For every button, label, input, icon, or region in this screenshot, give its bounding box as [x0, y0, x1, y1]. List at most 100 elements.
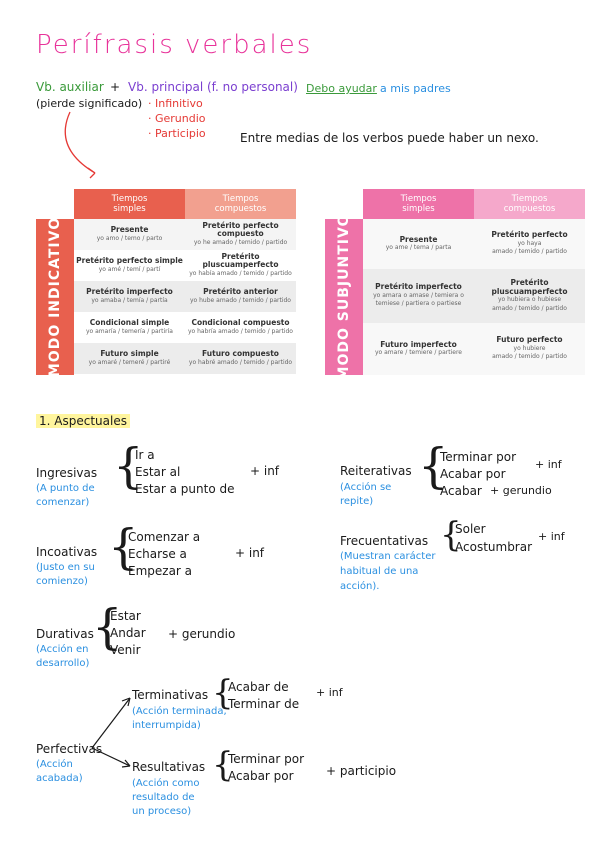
incoativas-name: Incoativas	[36, 545, 98, 559]
terminativas-suffix: + inf	[316, 686, 343, 699]
durativas-verb: Estar	[110, 609, 141, 623]
tense-example: yo hube amado / temido / partido	[190, 296, 291, 304]
brace-icon: {	[212, 745, 234, 785]
tense-name: Futuro simple	[100, 349, 159, 358]
subjuntivo-header-simple: Tiempos simples	[363, 189, 474, 219]
resultativas-suffix: + participio	[326, 764, 397, 778]
ingresivas-suffix: + inf	[250, 464, 280, 478]
tense-example: yo amare / temiere / partiere	[375, 349, 462, 356]
resultativas-name: Resultativas	[132, 760, 206, 774]
terminativas-verb: Acabar de	[228, 680, 289, 694]
subjuntivo-side-label: MODO SUBJUNTIVO	[325, 214, 363, 380]
incoativas-verb: Echarse a	[128, 547, 187, 561]
branch-arrows-icon	[91, 697, 131, 768]
tense-name: Presente	[399, 234, 438, 244]
form-gerundio: · Gerundio	[148, 112, 206, 125]
tense-example: yo ame / tema / parta	[385, 244, 452, 251]
resultativas-desc-2: resultado de	[132, 792, 195, 803]
arrow-icon	[64, 111, 96, 179]
resultativas-desc-1: (Acción como	[132, 778, 200, 789]
tense-name: Pretérito perfecto compuesto	[202, 220, 279, 239]
subjuntivo-header-compuesto: Tiempos compuestos	[474, 189, 585, 219]
ingresivas-verb: Estar a punto de	[135, 482, 235, 496]
nexo-note: Entre medias de los verbos puede haber u…	[240, 131, 539, 145]
brace-icon: {	[418, 438, 449, 494]
indicativo-table: MODO INDICATIVO Tiempos simples Tiempos …	[36, 189, 296, 377]
frecuentativas-desc-1: (Muestran carácter	[340, 551, 436, 562]
resultativas-verb: Terminar por	[228, 752, 305, 766]
tense-example: yo he amado / temido / partido	[193, 238, 288, 246]
indicativo-header-compuesto: Tiempos compuestos	[185, 189, 296, 219]
resultativas-verb: Acabar por	[228, 769, 294, 783]
terminativas-verb: Terminar de	[228, 697, 300, 711]
tense-example: yo amaba / temía / partía	[91, 296, 168, 304]
durativas-desc-1: (Acción en	[36, 644, 89, 655]
reiterativas-verb: Acabar	[440, 484, 482, 498]
form-participio: · Participio	[148, 127, 206, 140]
page-title: Perífrasis verbales	[36, 30, 313, 60]
reiterativas-verb: Acabar por	[440, 467, 506, 481]
ingresivas-name: Ingresivas	[36, 466, 98, 480]
terminativas-name: Terminativas	[132, 688, 209, 702]
tense-name: Condicional simple	[89, 318, 170, 327]
tense-name: Futuro compuesto	[202, 349, 279, 358]
durativas-name: Durativas	[36, 627, 94, 641]
terminativas-desc-1: (Acción terminada,	[132, 706, 227, 717]
tense-name: Presente	[110, 225, 149, 234]
frecuentativas-verb: Soler	[455, 522, 486, 536]
reiterativas-suffix-inf: + inf	[535, 458, 562, 471]
tense-name: Futuro perfecto	[496, 335, 563, 345]
incoativas-suffix: + inf	[235, 546, 265, 560]
indicativo-header-simple: Tiempos simples	[74, 189, 185, 219]
tense-example: yo haya amado / temido / partido	[492, 239, 567, 256]
brace-icon: {	[113, 438, 144, 494]
tense-example: yo amo / temo / parto	[96, 234, 163, 242]
tense-name: Pretérito imperfecto	[375, 282, 462, 292]
example-rest: a mis padres	[380, 82, 451, 95]
incoativas-verb: Comenzar a	[128, 530, 201, 544]
reiterativas-verb: Terminar por	[440, 450, 517, 464]
tense-example: yo amara o amase / temiera o temiese / p…	[373, 291, 464, 308]
incoativas-verb: Empezar a	[128, 564, 193, 578]
ingresivas-desc-1: (A punto de	[36, 483, 95, 494]
tense-example: yo habré amado / temido / partido	[188, 358, 293, 366]
brace-icon: {	[108, 519, 139, 575]
tense-name: Futuro imperfecto	[380, 339, 457, 349]
principal-label: Vb. principal (f. no personal)	[128, 80, 298, 94]
indicativo-side-label: MODO INDICATIVO	[36, 217, 74, 377]
reiterativas-desc-2: repite)	[340, 496, 374, 507]
frecuentativas-desc-3: acción).	[340, 581, 380, 592]
durativas-suffix: + gerundio	[168, 627, 236, 641]
tense-name: Condicional compuesto	[191, 318, 290, 327]
example-underlined: Debo ayudar	[306, 82, 377, 95]
perfectivas-desc-2: acabada)	[36, 773, 83, 784]
tense-name: Pretérito imperfecto	[86, 287, 173, 296]
tense-name: Pretérito pluscuamperfecto	[202, 251, 279, 270]
reiterativas-desc-1: (Acción se	[340, 482, 392, 493]
ingresivas-desc-2: comenzar)	[36, 497, 90, 508]
terminativas-desc-2: interrumpida)	[132, 720, 201, 731]
tense-name: Pretérito anterior	[203, 287, 278, 296]
tense-example: yo hubiere amado / temido / partido	[492, 344, 567, 361]
perfectivas-name: Perfectivas	[36, 742, 103, 756]
tense-example: yo había amado / temido / partido	[189, 269, 292, 277]
reiterativas-name: Reiterativas	[340, 464, 412, 478]
durativas-verb: Andar	[110, 626, 146, 640]
resultativas-desc-3: un proceso)	[132, 806, 192, 817]
aux-label: Vb. auxiliar	[36, 80, 104, 94]
form-infinitivo: · Infinitivo	[148, 97, 203, 110]
brace-icon: {	[92, 599, 123, 655]
